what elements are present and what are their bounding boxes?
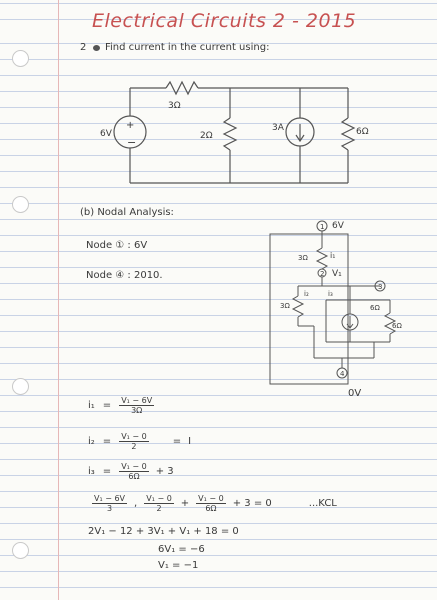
resistor-3-label: 3Ω: [168, 101, 181, 111]
nodal-circuit-diagram: 1 6V 3Ω i₁ 2 V₁ i₂ i₃ 3 3Ω 6Ω 6Ω 4 0V: [269, 220, 402, 399]
page-title: Electrical Circuits 2 - 2015: [92, 10, 357, 32]
current-source-label: 3A: [272, 123, 285, 133]
resistor-2-label: 2Ω: [200, 131, 213, 141]
resistor-2-label: 3Ω: [280, 302, 290, 310]
node-3-marker: 3: [378, 283, 382, 291]
binder-hole: [12, 196, 29, 213]
node-4-value: Node ④ : 2010.: [86, 270, 163, 281]
equation-simplified: 6V₁ = −6: [158, 544, 205, 555]
binder-hole: [12, 378, 29, 395]
equation-expanded: 2V₁ − 12 + 3V₁ + V₁ + 18 = 0: [88, 526, 239, 537]
voltage-source-label: 6V: [100, 129, 113, 139]
current-i2-label: i₂: [304, 290, 309, 298]
bullet-icon: [93, 45, 100, 51]
part-b-heading: (b) Nodal Analysis:: [80, 207, 174, 218]
node-2-marker: 2: [320, 270, 324, 278]
node-4-marker: 4: [340, 370, 345, 378]
resistor-6-label: 6Ω: [356, 127, 369, 137]
node-1-value: Node ① : 6V: [86, 240, 148, 251]
binder-hole: [12, 50, 29, 67]
node-2-voltage: V₁: [332, 269, 342, 279]
resistor-6-label: 6Ω: [392, 322, 402, 330]
branch-current-label: i₁: [330, 251, 335, 260]
binder-hole: [12, 542, 29, 559]
resistor-3-label: 3Ω: [298, 254, 308, 262]
question-number: 2: [80, 42, 87, 53]
source-plus-label: +: [126, 120, 134, 131]
circuit-diagram: + − 6V 3Ω 2Ω 3A 6Ω: [100, 80, 369, 184]
resistor-6-label: 6Ω: [370, 304, 380, 312]
ground-voltage: 0V: [348, 388, 361, 399]
node-1-marker: 1: [320, 223, 324, 231]
node-1-voltage: 6V: [332, 221, 345, 231]
source-minus-label: −: [127, 136, 136, 149]
margin-line: [58, 0, 59, 600]
equation-result: V₁ = −1: [158, 560, 199, 571]
question-text: Find current in the current using:: [105, 42, 270, 53]
current-i3-label: i₃: [328, 290, 333, 298]
